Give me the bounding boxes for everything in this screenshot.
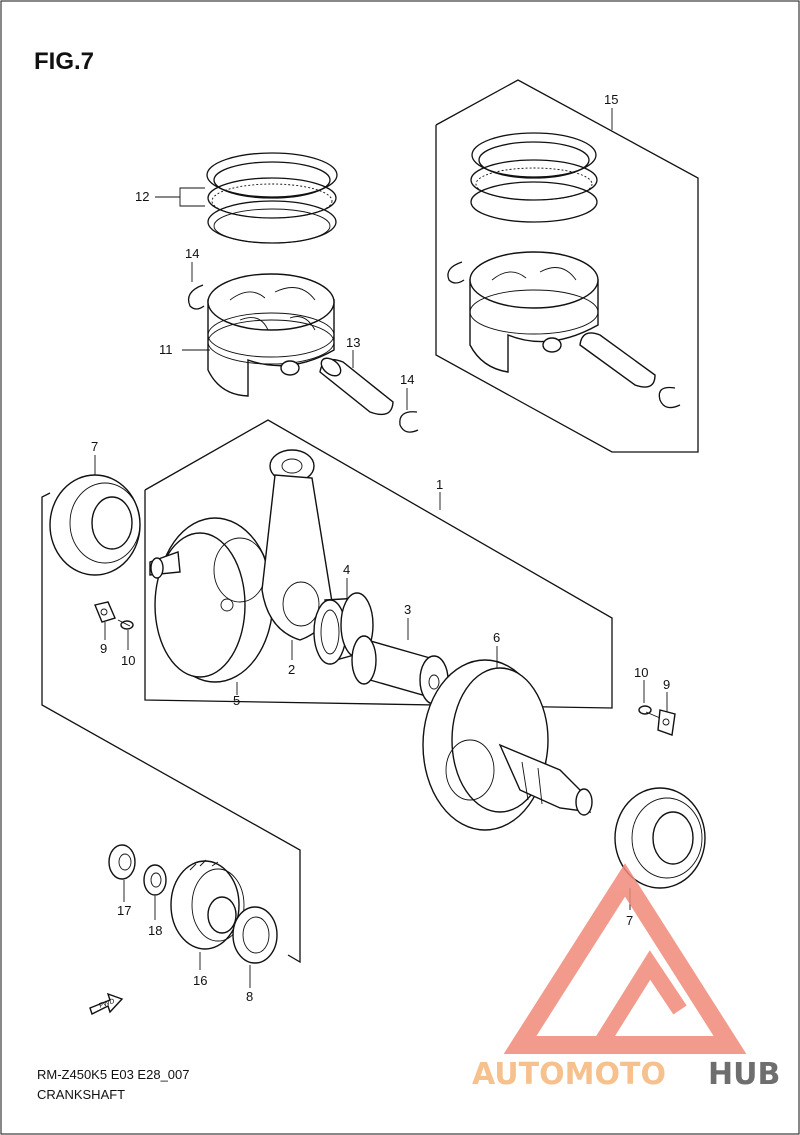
plate-part-9-left [94,601,116,623]
callout-2: 2 [288,662,295,677]
callout-18: 18 [148,923,162,938]
forward-arrow-icon: FWD [89,992,124,1015]
callout-7-left: 7 [91,439,98,454]
oil-seal-part-8 [232,906,278,964]
washer-part-18 [143,864,167,896]
gear-part-16 [170,859,245,950]
bracket-left [41,492,301,964]
callout-12: 12 [135,189,149,204]
callout-10-right: 10 [634,665,648,680]
callout-8: 8 [246,989,253,1004]
callout-1: 1 [436,477,443,492]
callout-4: 4 [343,562,350,577]
plate-part-9-right [657,709,676,736]
bearing-left-part-7 [49,474,141,576]
piston-rings-part-12 [206,152,338,244]
watermark-text-part2: HUB [708,1057,780,1092]
callout-6: 6 [493,630,500,645]
callout-11: 11 [159,342,173,357]
callout-7-right: 7 [626,913,633,928]
nut-part-17 [108,844,136,880]
callout-17: 17 [117,903,131,918]
automotohub-watermark-logo: AUTOMOTO HUB [472,863,780,1092]
crank-pin-part-3 [351,635,449,705]
crankshaft-assembly-box-part-1 [144,419,613,709]
crank-web-left-part-5 [149,517,274,683]
screw-part-10-left [117,619,134,630]
callout-9-right: 9 [663,677,670,692]
model-code: RM-Z450K5 E03 E28_007 [37,1067,190,1082]
callout-10-left: 10 [121,653,135,668]
crank-web-right-part-6 [422,659,593,831]
circlip-part-14-b [399,411,419,433]
piston-assembly-box-part-15 [435,79,699,453]
callout-14-b: 14 [400,372,414,387]
leader-lines [94,108,668,988]
watermark-text-part1: AUTOMOTO [472,1057,666,1092]
connecting-rod-part-2 [261,449,333,641]
callout-13: 13 [346,335,360,350]
piston-pin-part-13 [319,357,394,416]
callout-16: 16 [193,973,207,988]
piston-part-11 [207,273,335,397]
callout-9-left: 9 [100,641,107,656]
callout-3: 3 [404,602,411,617]
callout-14-a: 14 [185,246,199,261]
callout-labels: 12 14 11 13 14 15 7 1 4 3 6 2 5 9 10 10 … [91,92,670,1004]
figure-caption: CRANKSHAFT [37,1087,126,1102]
screw-part-10-right [638,705,661,719]
callout-5: 5 [233,693,240,708]
figure-title: FIG.7 [34,48,95,75]
circlip-part-14-a [187,284,205,310]
callout-15: 15 [604,92,618,107]
bearing-right-part-7 [614,787,706,889]
